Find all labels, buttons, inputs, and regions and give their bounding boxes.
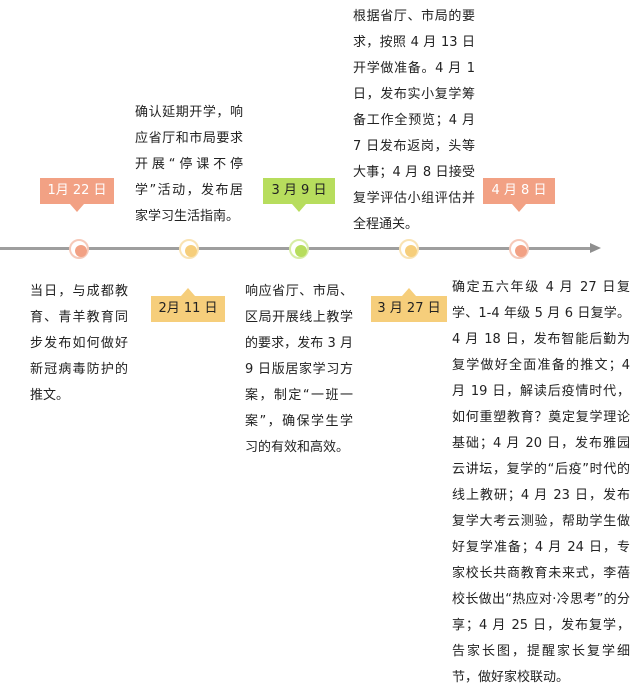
event-desc-mar9: 响应省厅、市局、区局开展线上教学的要求，发布 3 月 9 日版居家学习方案，制定…	[245, 284, 353, 455]
date-tag-jan22: 1月 22 日	[40, 178, 114, 212]
event-desc-feb11: 确认延期开学，响应省厅和市局要求开展“停课不停学”活动，发布居家学习生活指南。	[135, 105, 243, 224]
date-tag-mar9: 3 月 9 日	[263, 178, 335, 212]
timeline-arrowhead	[590, 243, 601, 253]
timeline-node-mar9	[289, 239, 309, 259]
timeline-node-mar27	[399, 239, 419, 259]
date-tag-mar27: 3 月 27 日	[371, 288, 447, 322]
event-desc-mar27: 根据省厅、市局的要求，按照 4 月 13 日开学做准备。4 月 1 日，发布实小…	[353, 9, 475, 232]
timeline-node-feb11	[179, 239, 199, 259]
event-desc-jan22: 当日，与成都教育、青羊教育同步发布如何做好新冠病毒防护的推文。	[30, 284, 128, 403]
timeline-node-apr8	[509, 239, 529, 259]
date-tag-apr8: 4 月 8 日	[483, 178, 555, 212]
timeline-node-jan22	[69, 239, 89, 259]
date-tag-feb11: 2月 11 日	[151, 288, 225, 322]
event-desc-apr8: 确定五六年级 4 月 27 日复学、1-4 年级 5 月 6 日复学。4 月 1…	[452, 280, 630, 685]
